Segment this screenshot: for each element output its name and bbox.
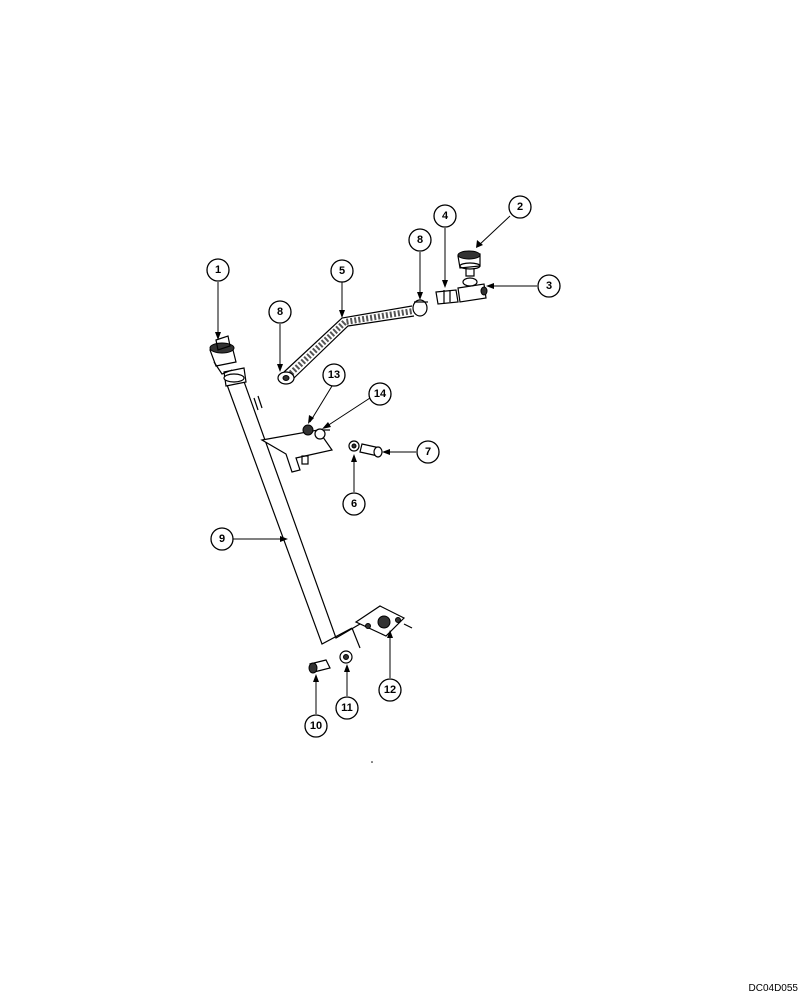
callout-14-label: 14 — [374, 388, 387, 400]
callout-9: 9 — [210, 527, 234, 551]
callout-12-label: 12 — [384, 684, 396, 696]
dipstick-handle — [209, 335, 237, 375]
callout-7: 7 — [416, 440, 440, 464]
callout-3: 3 — [537, 274, 561, 298]
callout-9-label: 9 — [219, 533, 225, 545]
callout-8-upper-label: 8 — [417, 234, 423, 246]
breather-filter — [457, 250, 481, 277]
bolt-10 — [308, 659, 331, 674]
hose-clamp-lower — [277, 371, 295, 385]
stray-dot — [371, 761, 373, 763]
dipstick-tube — [223, 367, 361, 645]
breather-hose — [283, 305, 415, 379]
callout-2-label: 2 — [517, 201, 523, 213]
hose-nipple — [435, 289, 459, 305]
drawing-code: DC04D055 — [748, 983, 798, 994]
tee-fitting — [457, 277, 488, 303]
callout-11-label: 11 — [341, 702, 353, 714]
callout-5-label: 5 — [339, 265, 345, 277]
callout-7-label: 7 — [425, 446, 431, 458]
callout-1-label: 1 — [215, 264, 221, 276]
callout-10-label: 10 — [310, 720, 322, 732]
callout-1: 1 — [206, 258, 230, 282]
callout-4-label: 4 — [442, 210, 449, 222]
callout-14: 14 — [368, 382, 392, 406]
hose-clamp-upper — [412, 299, 428, 317]
callout-8-lower-label: 8 — [277, 306, 283, 318]
bolt-7 — [359, 443, 383, 458]
callout-6: 6 — [342, 492, 366, 516]
leader-lines — [215, 215, 537, 714]
callout-6-label: 6 — [351, 498, 357, 510]
callout-8-upper: 8 — [408, 228, 432, 252]
callout-13: 13 — [322, 363, 346, 387]
callout-11: 11 — [335, 696, 359, 720]
washer-6 — [348, 440, 360, 452]
washer-11 — [339, 650, 353, 664]
washer-14 — [314, 428, 326, 440]
callout-4: 4 — [433, 204, 457, 228]
callout-8-lower: 8 — [268, 300, 292, 324]
callout-12: 12 — [378, 678, 402, 702]
callout-10: 10 — [304, 714, 328, 738]
nut-13 — [302, 424, 314, 436]
callout-13-label: 13 — [328, 369, 340, 381]
callout-2: 2 — [508, 195, 532, 219]
callout-5: 5 — [330, 259, 354, 283]
tube-flange — [351, 605, 413, 649]
callout-3-label: 3 — [546, 280, 552, 292]
